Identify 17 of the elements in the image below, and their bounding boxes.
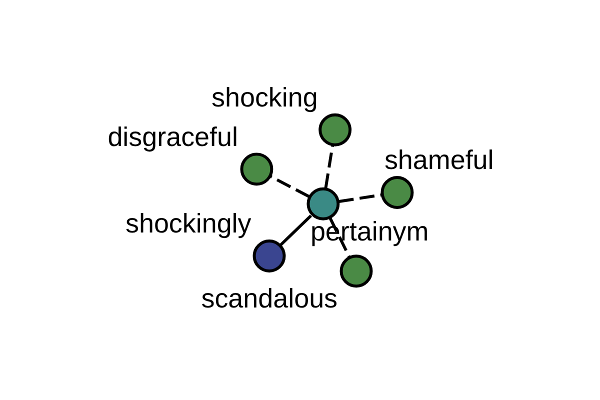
node-circle: [318, 112, 352, 146]
node-circle: [306, 186, 340, 220]
connector: [270, 174, 310, 198]
connector: [280, 214, 312, 246]
node-label: disgraceful: [108, 121, 238, 152]
node-label: shocking: [212, 82, 318, 112]
connector: [328, 217, 351, 258]
node-label: shockingly: [126, 208, 252, 238]
connector: [338, 192, 382, 202]
connector: [324, 144, 334, 188]
node-label: scandalous: [201, 283, 338, 314]
node-label: pertainym: [310, 216, 429, 246]
node-circle: [252, 239, 286, 272]
node-label: shameful: [384, 144, 494, 175]
node-circle: [240, 152, 274, 186]
node-circle: [380, 176, 414, 208]
node-circle: [340, 254, 373, 288]
